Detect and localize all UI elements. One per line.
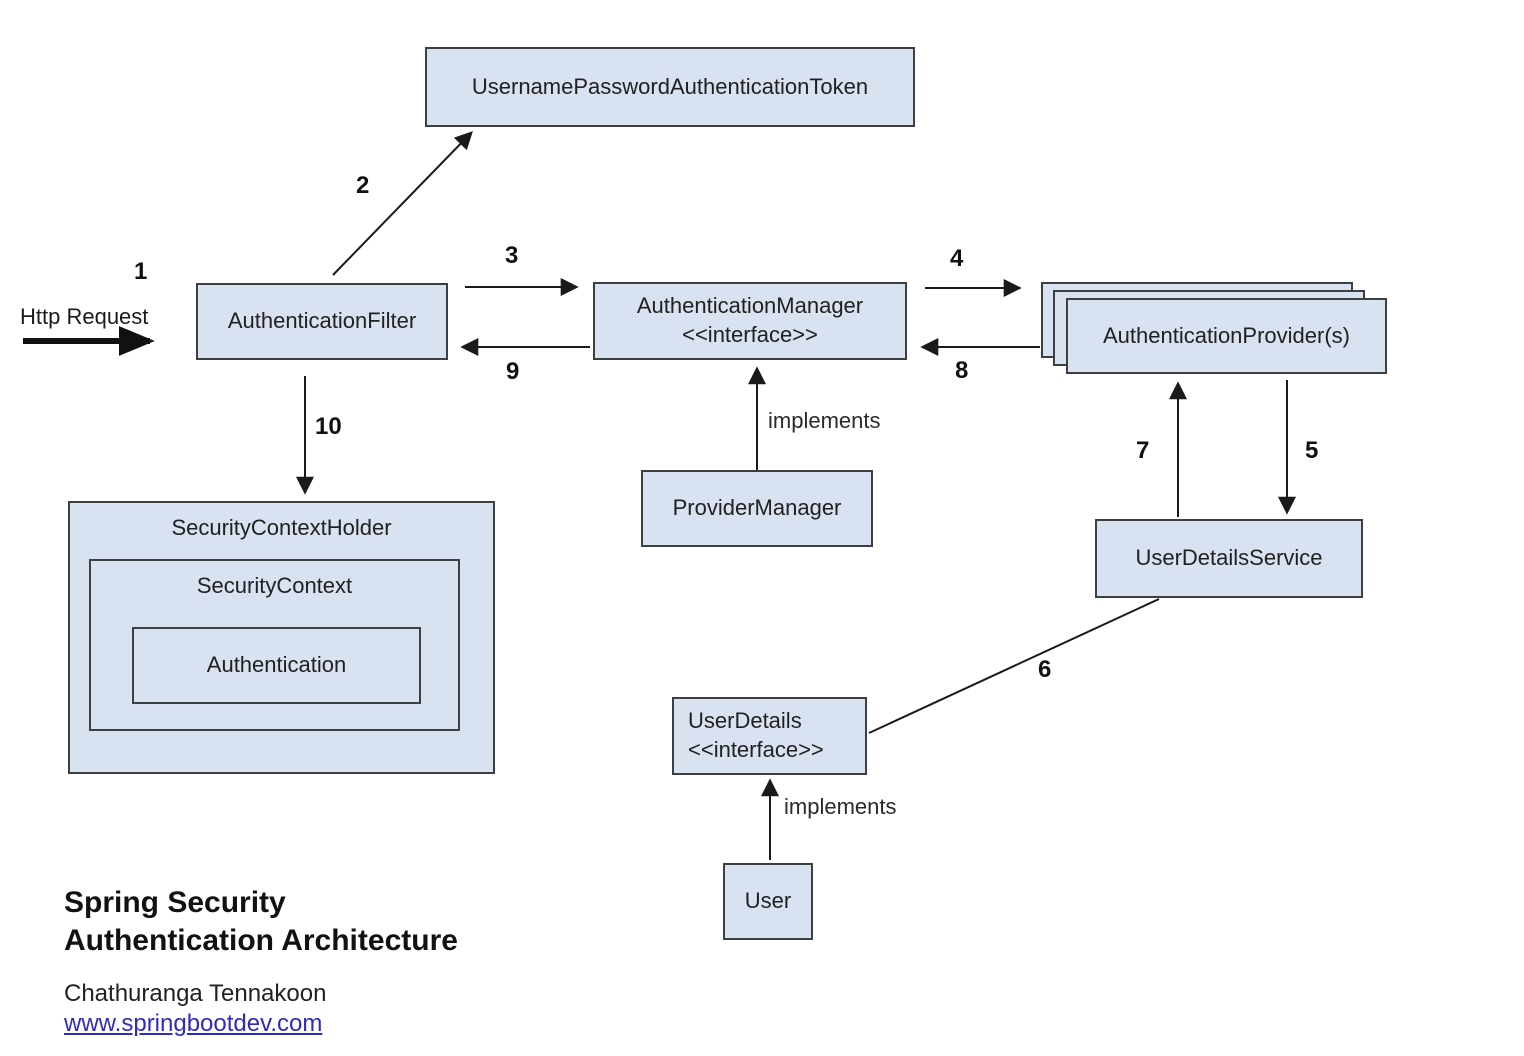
implements-label-user: implements: [784, 794, 897, 819]
node-user-details: UserDetails <<interface>>: [672, 697, 867, 775]
line-step-6: [868, 598, 1160, 734]
node-authentication-manager: AuthenticationManager <<interface>>: [593, 282, 907, 360]
node-label: UsernamePasswordAuthenticationToken: [471, 73, 869, 99]
node-label: UserDetailsService: [1135, 545, 1323, 571]
node-authentication-providers: AuthenticationProvider(s): [1066, 298, 1387, 374]
step-label-9: 9: [506, 358, 520, 385]
http-request-label: Http Request: [20, 304, 149, 329]
node-authentication-filter: AuthenticationFilter: [196, 283, 448, 360]
node-security-context-holder: SecurityContextHolder SecurityContext Au…: [68, 501, 495, 774]
arrow-step-2: [332, 131, 473, 276]
step-label-6: 6: [1038, 656, 1052, 683]
step-label-2: 2: [356, 172, 370, 199]
step-label-4: 4: [950, 245, 964, 272]
node-label: UserDetails: [688, 708, 802, 734]
implements-label-provider-manager: implements: [768, 408, 881, 433]
node-provider-manager: ProviderManager: [641, 470, 873, 547]
node-stereotype: <<interface>>: [688, 737, 824, 762]
diagram-title-line2: Authentication Architecture: [64, 924, 458, 957]
node-label: AuthenticationFilter: [227, 308, 417, 334]
website-link[interactable]: www.springbootdev.com: [64, 1010, 323, 1037]
node-label: Authentication: [206, 652, 347, 678]
node-label: AuthenticationProvider(s): [1102, 322, 1350, 348]
step-label-3: 3: [505, 242, 519, 269]
node-user-details-service: UserDetailsService: [1095, 519, 1363, 598]
node-label: SecurityContextHolder: [171, 515, 392, 540]
step-label-5: 5: [1305, 437, 1319, 464]
node-label: User: [744, 888, 792, 914]
node-label: AuthenticationManager: [636, 293, 864, 319]
node-username-password-authentication-token: UsernamePasswordAuthenticationToken: [425, 47, 915, 127]
node-security-context: SecurityContext Authentication: [89, 559, 460, 731]
step-label-8: 8: [955, 357, 969, 384]
node-label: SecurityContext: [196, 573, 353, 598]
author-name: Chathuranga Tennakoon: [64, 980, 327, 1007]
step-label-10: 10: [315, 413, 342, 440]
node-authentication: Authentication: [132, 627, 421, 704]
node-stereotype: <<interface>>: [682, 322, 818, 347]
step-label-7: 7: [1136, 437, 1150, 464]
diagram-title: Spring Security Authentication Architect…: [64, 884, 458, 960]
node-user: User: [723, 863, 813, 940]
node-label: ProviderManager: [672, 495, 842, 521]
step-label-1: 1: [134, 258, 148, 285]
diagram-title-line1: Spring Security: [64, 886, 286, 919]
